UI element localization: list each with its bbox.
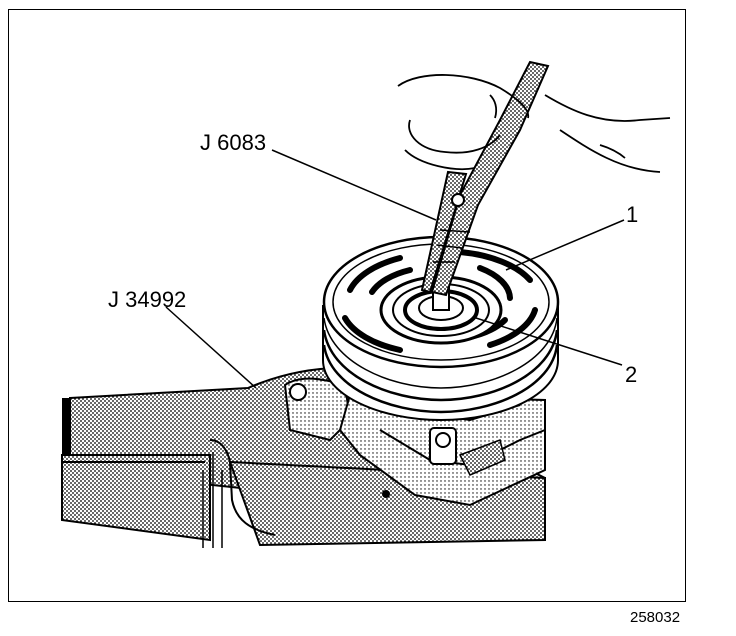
- leader-callout-1: [505, 219, 625, 271]
- clutch-pulley: [322, 235, 560, 422]
- leader-callout-2: [475, 317, 623, 366]
- leader-j6083: [271, 149, 437, 221]
- label-j34992: J 34992: [108, 287, 187, 312]
- illustration-frame: [8, 9, 686, 602]
- label-j6083: J 6083: [200, 130, 267, 155]
- compressor-body: [283, 377, 546, 507]
- callout-1: 1: [626, 202, 639, 227]
- figure-id: 258032: [630, 609, 681, 626]
- leader-lines: [165, 149, 625, 389]
- snap-ring-pliers: [420, 60, 550, 297]
- hand-outline: [397, 74, 671, 173]
- callout-2: 2: [625, 362, 638, 387]
- leader-j34992: [165, 306, 257, 389]
